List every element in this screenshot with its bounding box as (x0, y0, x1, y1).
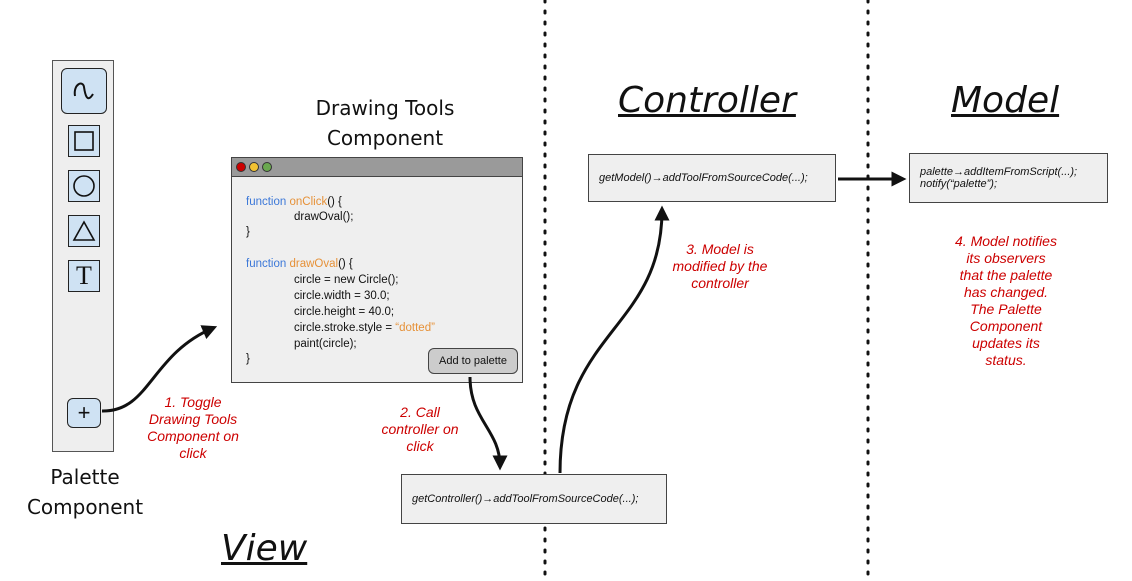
curve-tool-button[interactable] (61, 68, 107, 114)
palette-title: Palette Component (26, 465, 144, 519)
code-line-6: circle.width = 30.0; (294, 290, 390, 302)
code-line-9: paint(circle); (294, 338, 357, 350)
square-icon (74, 131, 94, 151)
circle-tool-button[interactable] (68, 170, 100, 202)
close-dot-icon[interactable] (236, 162, 246, 172)
code-line-7: circle.height = 40.0; (294, 306, 395, 318)
controller-model-call-box: getModel()→addToolFromSourceCode(...); (588, 154, 836, 202)
circle-icon (73, 175, 95, 197)
text-tool-button[interactable]: T (68, 260, 100, 292)
triangle-icon (72, 220, 96, 241)
minimize-dot-icon[interactable] (249, 162, 259, 172)
curve-icon (73, 82, 94, 100)
arrow-toggle-drawing-tools (101, 325, 218, 413)
model-section-title: Model (951, 80, 1060, 121)
drawing-tools-title: Drawing Tools Component (315, 96, 455, 150)
model-update-box: palette→addItemFromScript(...); notify(“… (909, 153, 1108, 203)
model-line-1: palette→addItemFromScript(...); (920, 166, 1078, 178)
square-tool-button[interactable] (68, 125, 100, 157)
view-controller-call-box: getController()→addToolFromSourceCode(..… (401, 474, 667, 524)
arrow-controller-to-model-box (558, 205, 670, 474)
code-line-3: } (246, 226, 250, 238)
code-line-5: circle = new Circle(); (294, 274, 399, 286)
view-section-title: View (221, 528, 308, 569)
code-line-2: drawOval(); (294, 211, 354, 223)
code-editor-window: function onClick() { drawOval(); } funct… (231, 157, 523, 383)
arrow-call-controller (468, 376, 508, 471)
controller-section-title: Controller (618, 80, 796, 121)
code-line-10: } (246, 353, 250, 365)
view-call-text: getController()→addToolFromSourceCode(..… (412, 493, 639, 505)
add-tool-button[interactable]: + (67, 398, 101, 428)
window-titlebar (232, 158, 522, 177)
add-to-palette-button[interactable]: Add to palette (428, 348, 518, 374)
code-line-8: circle.stroke.style = “dotted” (294, 322, 435, 334)
triangle-tool-button[interactable] (68, 215, 100, 247)
model-line-2: notify(“palette”); (920, 178, 998, 190)
maximize-dot-icon[interactable] (262, 162, 272, 172)
code-line-4: function drawOval() { (246, 258, 353, 270)
text-tool-icon: T (76, 261, 92, 290)
palette-panel: T + (52, 60, 114, 452)
code-line-1: function onClick() { (246, 196, 342, 208)
controller-call-text: getModel()→addToolFromSourceCode(...); (599, 172, 808, 184)
